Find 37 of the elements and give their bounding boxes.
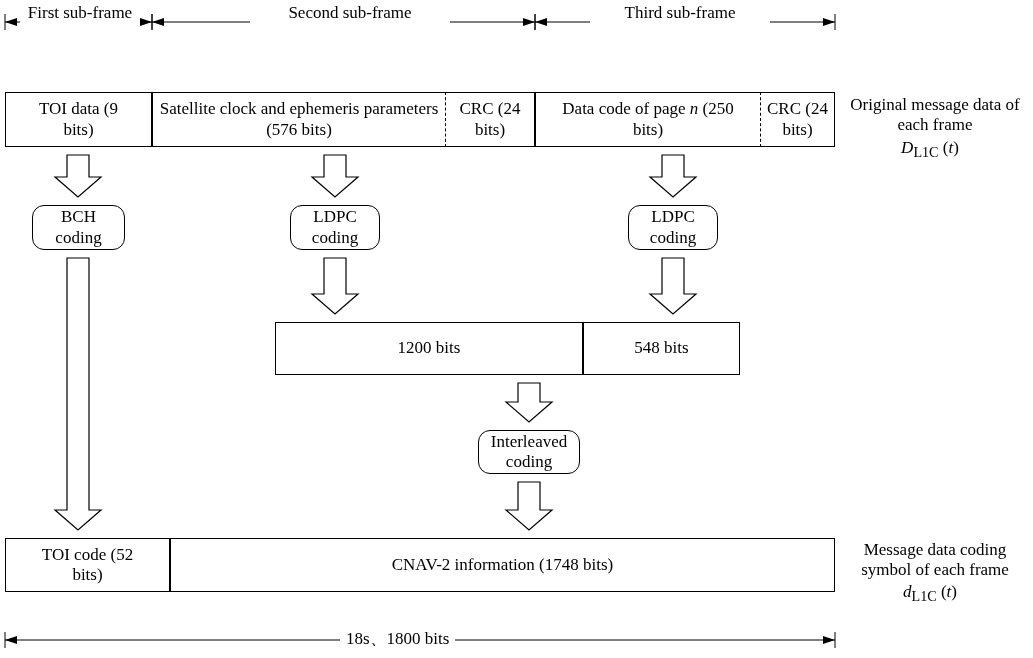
field-text: 1200 bits — [397, 338, 461, 359]
field-text: CNAV-2 information (1748 bits) — [391, 554, 614, 576]
message-field — [152, 92, 445, 147]
block-arrow — [53, 154, 103, 198]
field-text: LDPC coding — [310, 207, 360, 248]
field-text: Satellite clock and ephemeris parameters (576 bits) — [158, 99, 440, 140]
block-arrow — [504, 382, 554, 423]
bit-block — [275, 322, 583, 375]
field-text: 548 bits — [634, 338, 689, 359]
coding-box — [290, 205, 380, 250]
block-arrow — [648, 154, 698, 198]
message-field — [535, 92, 760, 147]
field-text: TOI data (9 bits) — [38, 99, 119, 140]
block-arrow — [504, 481, 554, 531]
field-text: Interleaved coding — [489, 431, 569, 473]
message-field — [445, 92, 535, 147]
coding-box — [478, 430, 580, 474]
field-text: CRC (24 bits) — [458, 99, 522, 140]
field-text: TOI code (52 bits) — [40, 544, 135, 586]
sub-frame-label: Third sub-frame — [590, 3, 770, 24]
block-arrow — [53, 257, 103, 531]
field-text: CRC (24 bits) — [766, 99, 829, 140]
coding-box — [628, 205, 718, 250]
message-field — [760, 92, 835, 147]
sub-frame-label: First sub-frame — [20, 3, 140, 24]
field-text: LDPC coding — [648, 207, 698, 248]
code-field — [170, 538, 835, 592]
coding-box — [32, 205, 125, 250]
message-field — [5, 92, 152, 147]
bit-block — [583, 322, 740, 375]
block-arrow — [310, 154, 360, 198]
field-text: Data code of page n (250 bits) — [561, 99, 735, 140]
code-field — [5, 538, 170, 592]
sub-frame-label: Second sub-frame — [250, 3, 450, 24]
field-text: BCH coding — [54, 207, 103, 248]
block-arrow — [648, 257, 698, 315]
block-arrow — [310, 257, 360, 315]
